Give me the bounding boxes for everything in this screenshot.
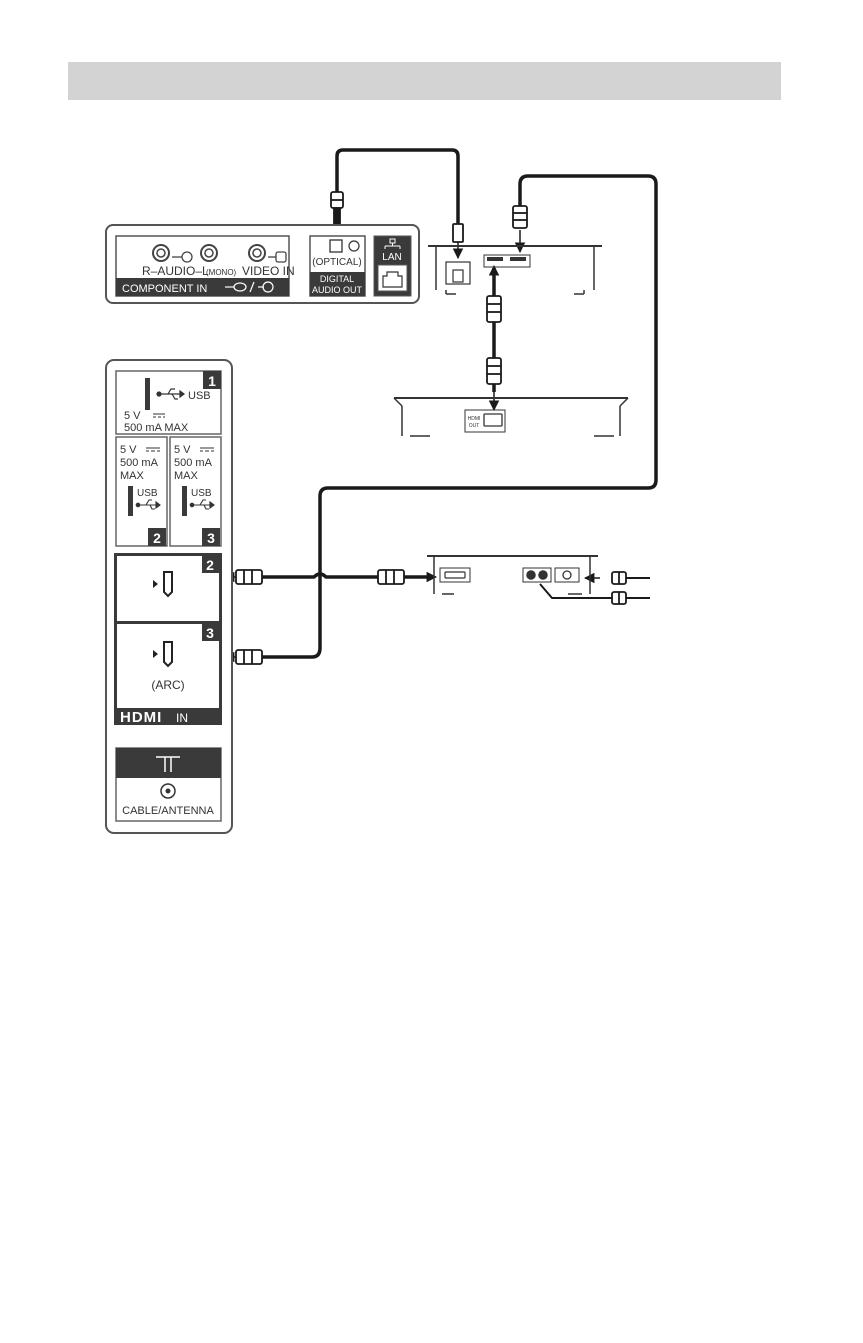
hdmi2-number: 2 (206, 557, 214, 573)
arc-label: (ARC) (151, 678, 184, 692)
video-in-label: VIDEO IN (242, 264, 295, 278)
player-hdmi-label-2: OUT (469, 423, 480, 429)
digital-label: DIGITAL (320, 274, 354, 284)
usb1-label: USB (188, 390, 211, 402)
usb1-number: 1 (208, 373, 216, 389)
player-hdmi-label-1: HDMI (468, 416, 481, 422)
optical-plug-top (331, 192, 343, 228)
coax-plug-1 (612, 572, 626, 584)
usb2-power-3: MAX (120, 470, 145, 482)
cable-box-device (427, 556, 598, 594)
usb2-power-1: 5 V (120, 444, 137, 456)
mono-label: (MONO) (206, 268, 237, 277)
usb2-number: 2 (153, 530, 161, 546)
coax-cable-2 (540, 584, 650, 598)
hdmi-plug-tv-3 (236, 650, 262, 664)
hdmi-plug-box (378, 570, 404, 584)
usb3-power-1: 5 V (174, 444, 191, 456)
usb1-power-1: 5 V (124, 410, 141, 422)
usb3-power-3: MAX (174, 470, 199, 482)
tv-upper-panel: R–AUDIO–L (MONO) VIDEO IN COMPONENT IN (… (106, 225, 419, 303)
usb2-label: USB (137, 488, 158, 499)
hdmi-in-label: IN (176, 711, 188, 725)
hdmi-plug-mid-bottom (487, 358, 501, 384)
usb2-power-2: 500 mA (120, 457, 159, 469)
antenna-label: CABLE/ANTENNA (122, 805, 214, 817)
hdmi-plug-mid-top (487, 296, 501, 322)
optical-label: (OPTICAL) (312, 257, 361, 268)
hdmi3-number: 3 (206, 625, 214, 641)
optical-plug-bottom (453, 224, 463, 242)
component-in-label: COMPONENT IN (122, 283, 207, 295)
hdmi-section: 2 3 (ARC) HDMI IN (114, 553, 222, 726)
tv-side-panel: 1 USB 5 V 500 mA MAX 2 5 V 500 mA MAX US… (106, 360, 232, 833)
lan-label: LAN (382, 252, 401, 263)
audio-out-label: AUDIO OUT (312, 285, 363, 295)
usb3-label: USB (191, 488, 212, 499)
hdmi-plug-tv-2 (236, 570, 262, 584)
usb3-power-2: 500 mA (174, 457, 213, 469)
lan-section: LAN (374, 236, 411, 296)
coax-plug-2 (612, 592, 626, 604)
audio-system-device (428, 246, 602, 294)
hdmi-logo: HDMI (120, 709, 162, 726)
usb1-power-2: 500 mA MAX (124, 422, 189, 434)
player-device: HDMI OUT (394, 398, 628, 436)
usb3-number: 3 (207, 530, 215, 546)
hdmi-plug-soundbar (513, 206, 527, 228)
audio-label: R–AUDIO–L (142, 264, 209, 278)
